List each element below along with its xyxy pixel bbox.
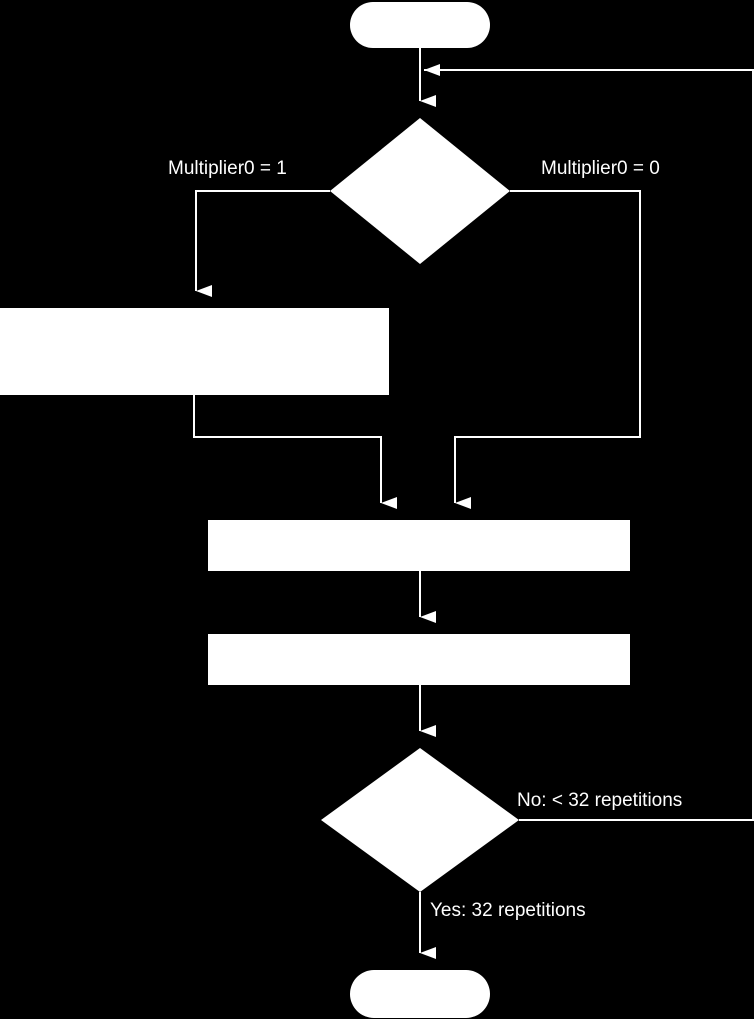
loop-back-arrowhead [424, 64, 440, 76]
edge-add-to-shift [193, 395, 397, 509]
edge-loop-back [424, 69, 754, 821]
add-step-box [0, 308, 389, 395]
shift-multiplier-box [208, 634, 630, 685]
label-loop-yes: Yes: 32 repetitions [430, 900, 586, 921]
label-loop-no: No: < 32 repetitions [517, 790, 682, 811]
decision-repetitions-test [321, 748, 519, 892]
done-terminator [350, 970, 490, 1018]
label-multiplier-is-1: Multiplier0 = 1 [168, 158, 287, 179]
edge-multiplier-is-1 [195, 190, 330, 297]
edge-multiplier-is-0 [454, 190, 641, 509]
label-multiplier-is-0: Multiplier0 = 0 [541, 158, 660, 179]
shift-multiplicand-box [208, 520, 630, 571]
start-terminator [350, 2, 490, 48]
decision-multiplier-test [330, 118, 510, 264]
